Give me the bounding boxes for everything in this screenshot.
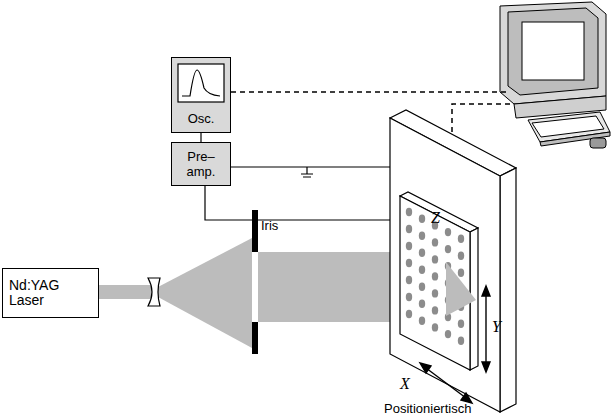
laser-box: Nd:YAG Laser bbox=[2, 268, 99, 318]
axis-label: X bbox=[400, 376, 410, 391]
sample-spot bbox=[445, 228, 451, 236]
signal-wires bbox=[205, 167, 404, 220]
iris-plate bbox=[252, 322, 258, 354]
sample-spot bbox=[419, 300, 425, 308]
sample-spot bbox=[419, 215, 425, 223]
node-text: Nd:YAG Laser bbox=[9, 278, 69, 308]
sample-spot bbox=[458, 320, 464, 328]
oscilloscope-box: Osc. bbox=[171, 57, 231, 133]
sample-spot bbox=[419, 266, 425, 274]
sample-spot bbox=[458, 235, 464, 243]
sample-spot bbox=[406, 276, 412, 284]
sample-spot bbox=[406, 293, 412, 301]
sample-spot bbox=[432, 306, 438, 314]
sample-spot bbox=[458, 269, 464, 277]
sample-spot bbox=[458, 337, 464, 345]
data-cables bbox=[231, 92, 512, 150]
iris-plate bbox=[252, 210, 258, 252]
sample-spot bbox=[406, 225, 412, 233]
sample-spot bbox=[419, 317, 425, 325]
sample-spot bbox=[432, 255, 438, 263]
x-arrow bbox=[420, 363, 472, 403]
sample-spot bbox=[419, 232, 425, 240]
sample-spot bbox=[445, 245, 451, 253]
axis-label: Y bbox=[492, 319, 501, 334]
node-text: Pre– amp. bbox=[179, 149, 223, 179]
preamp-box: Pre– amp. bbox=[171, 142, 231, 186]
sample-spot bbox=[432, 272, 438, 280]
positioning-stage bbox=[390, 110, 516, 412]
sample-spot bbox=[406, 208, 412, 216]
part-name: Positioniertisch bbox=[384, 401, 471, 416]
signal-wire bbox=[201, 133, 202, 142]
sample-spot bbox=[445, 330, 451, 338]
sample-spot bbox=[458, 252, 464, 260]
laser-beam bbox=[446, 262, 476, 316]
sample-spot bbox=[419, 249, 425, 257]
part-name: Iris bbox=[261, 218, 278, 233]
sample-spot bbox=[432, 238, 438, 246]
sample-spot bbox=[432, 323, 438, 331]
computer bbox=[500, 2, 610, 148]
sample-spot bbox=[406, 310, 412, 318]
axis-label: Z bbox=[431, 210, 440, 225]
concave-lens bbox=[148, 278, 160, 306]
oscilloscope-screen bbox=[178, 64, 224, 102]
y-arrow bbox=[482, 286, 490, 372]
sample-spot bbox=[419, 283, 425, 291]
sample-spot bbox=[406, 259, 412, 267]
oscilloscope-body bbox=[171, 57, 231, 133]
sample-spot bbox=[432, 289, 438, 297]
sample-spot bbox=[406, 242, 412, 250]
node-text: Osc. bbox=[188, 111, 215, 126]
